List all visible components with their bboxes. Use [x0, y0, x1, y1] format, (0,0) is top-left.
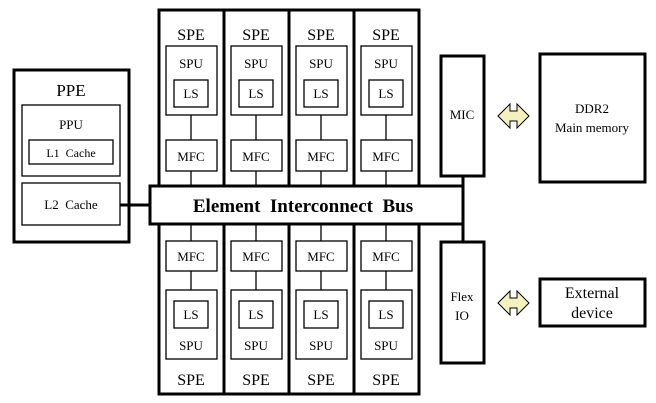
external-device-block: External device	[538, 277, 647, 328]
ls-label: LS	[378, 307, 393, 322]
ls-label: LS	[378, 86, 393, 101]
spe-bottom-0: MFC LS SPU SPE	[157, 212, 226, 396]
mfc-box	[165, 240, 218, 272]
l2-cache-label: L2 Cache	[44, 197, 98, 212]
spe-top-row: SPE SPU LS MFC SPE SPU LS MFC SPE	[157, 8, 421, 198]
spu-label: SPU	[309, 56, 333, 71]
spe-title: SPE	[372, 27, 400, 44]
ls-box	[173, 300, 209, 329]
mic-label: MIC	[450, 107, 475, 122]
mic-ddr2-arrow-icon	[497, 102, 530, 130]
flexio-label-line1: Flex	[450, 289, 474, 304]
mfc-box	[230, 240, 283, 272]
mfc-label: MFC	[372, 149, 399, 164]
spe-bottom-1: MFC LS SPU SPE	[222, 212, 291, 396]
element-interconnect-bus: Element Interconnect Bus	[148, 184, 465, 226]
spe-title: SPE	[307, 372, 335, 389]
ppe-block: PPE PPU L1 Cache L2 Cache	[12, 68, 131, 244]
spe-bottom-row: MFC LS SPU SPE MFC LS SPU SPE MFC	[157, 212, 421, 396]
mfc-label: MFC	[372, 249, 399, 264]
ls-label: LS	[248, 86, 263, 101]
external-label-line1: External	[565, 285, 620, 302]
mfc-box	[230, 139, 283, 172]
spu-label: SPU	[309, 338, 333, 353]
ls-box	[368, 79, 404, 108]
mfc-label: MFC	[242, 149, 269, 164]
ppu-label: PPU	[59, 117, 83, 132]
spu-label: SPU	[179, 338, 203, 353]
l1-cache-box	[28, 139, 114, 165]
spe-title: SPE	[177, 27, 205, 44]
ls-box	[303, 79, 339, 108]
spu-label: SPU	[244, 56, 268, 71]
ls-label: LS	[248, 307, 263, 322]
mfc-label: MFC	[307, 149, 334, 164]
spe-title: SPE	[177, 372, 205, 389]
flexio-block: Flex IO	[439, 240, 486, 365]
spe-title: SPE	[307, 27, 335, 44]
mfc-box	[165, 139, 218, 172]
spe-top-3: SPE SPU LS MFC	[352, 8, 421, 198]
ls-box	[238, 300, 274, 329]
spe-title: SPE	[372, 372, 400, 389]
spu-label: SPU	[374, 56, 398, 71]
mfc-label: MFC	[177, 149, 204, 164]
ls-label: LS	[183, 86, 198, 101]
spe-bottom-3: MFC LS SPU SPE	[352, 212, 421, 396]
ls-label: LS	[183, 307, 198, 322]
external-label-line2: device	[571, 305, 613, 322]
spe-top-2: SPE SPU LS MFC	[287, 8, 356, 198]
ddr2-label-line2: Main memory	[555, 120, 630, 135]
ls-box	[173, 79, 209, 108]
spe-title: SPE	[242, 372, 270, 389]
ddr2-block: DDR2 Main memory	[538, 52, 647, 184]
mfc-label: MFC	[307, 249, 334, 264]
spu-label: SPU	[244, 338, 268, 353]
mfc-box	[295, 240, 348, 272]
mic-block: MIC	[439, 54, 486, 178]
spu-label: SPU	[179, 56, 203, 71]
mfc-label: MFC	[242, 249, 269, 264]
spu-label: SPU	[374, 338, 398, 353]
mfc-box	[360, 240, 413, 272]
spe-title: SPE	[242, 27, 270, 44]
ppe-title: PPE	[56, 81, 85, 100]
flexio-label-line2: IO	[455, 308, 469, 323]
ls-box	[303, 300, 339, 329]
ls-box	[368, 300, 404, 329]
flexio-external-arrow-icon	[497, 289, 530, 317]
ddr2-label-line1: DDR2	[575, 101, 609, 116]
ls-label: LS	[313, 307, 328, 322]
ls-box	[238, 79, 274, 108]
spe-top-0: SPE SPU LS MFC	[157, 8, 226, 198]
mfc-label: MFC	[177, 249, 204, 264]
spe-bottom-2: MFC LS SPU SPE	[287, 212, 356, 396]
mfc-box	[295, 139, 348, 172]
spe-top-1: SPE SPU LS MFC	[222, 8, 291, 198]
bus-label: Element Interconnect Bus	[193, 196, 413, 217]
ls-label: LS	[313, 86, 328, 101]
l1-cache-label: L1 Cache	[46, 146, 95, 160]
